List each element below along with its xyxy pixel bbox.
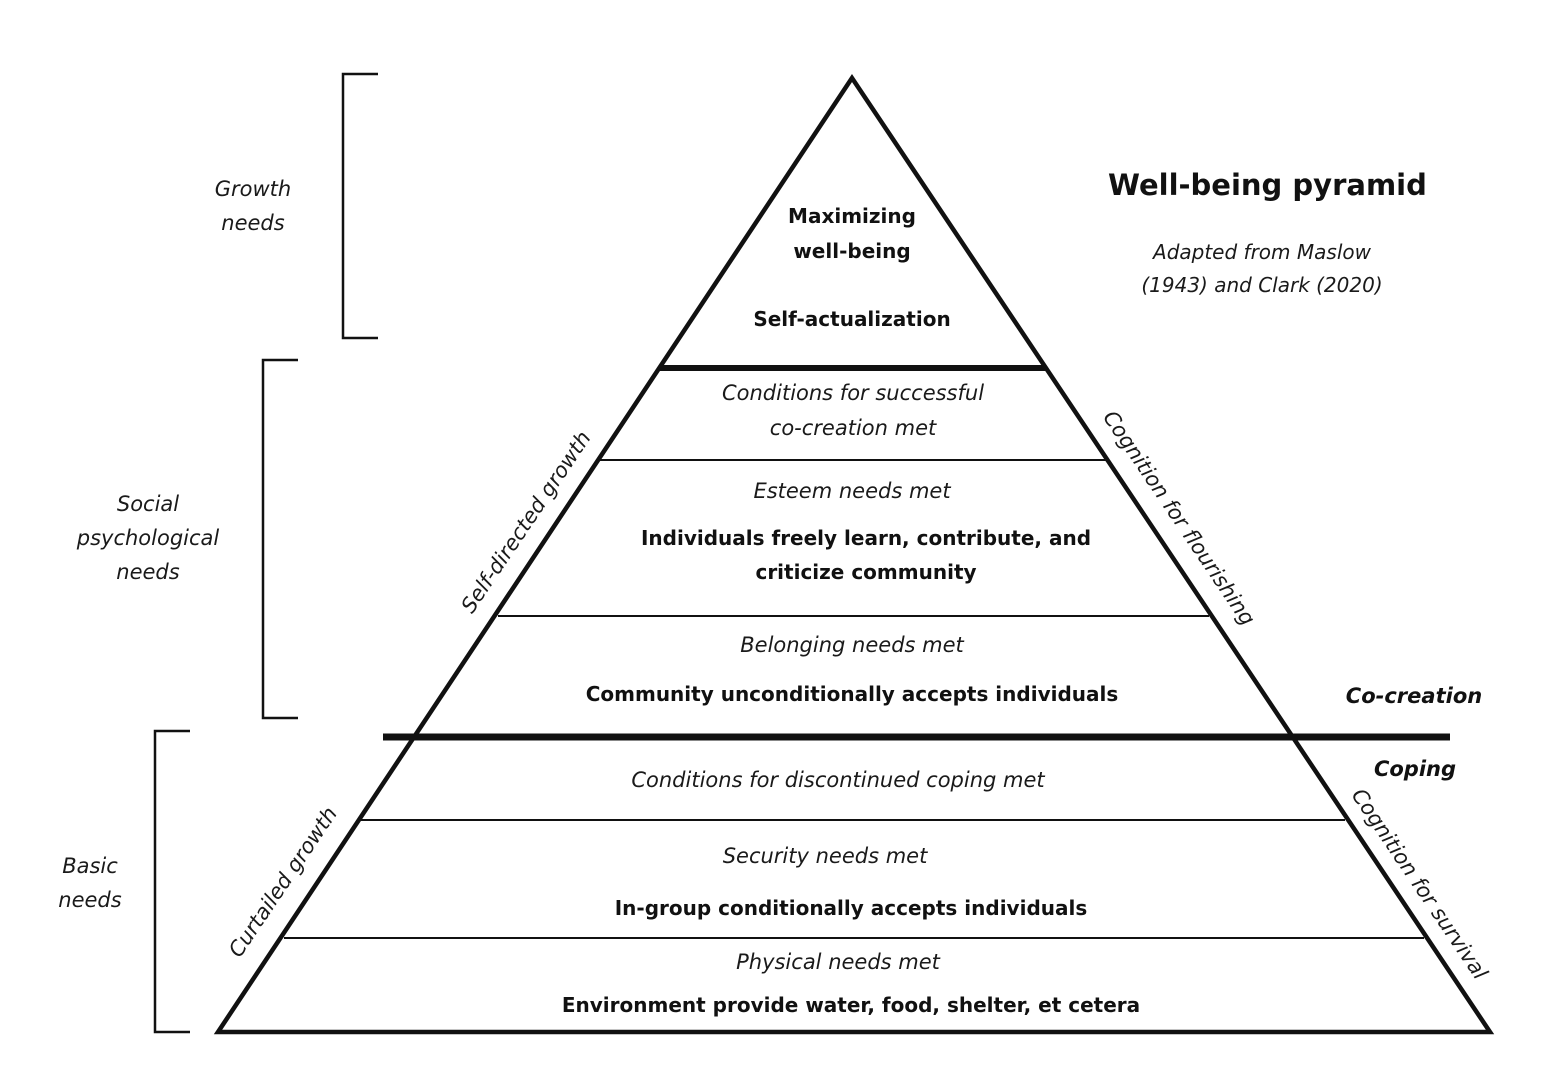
security-heading: Security needs met <box>722 844 928 868</box>
social-needs-line-1: Social <box>116 492 180 516</box>
cocreation-label: Co-creation <box>1345 684 1483 708</box>
basic-needs-line-1: Basic <box>62 854 118 878</box>
apex-self-actualization: Self-actualization <box>753 307 951 331</box>
apex-line-1: Maximizing <box>788 204 916 228</box>
subtitle-line-2: (1943) and Clark (2020) <box>1141 273 1383 297</box>
basic-needs-label: Basic needs <box>40 849 140 917</box>
esteem-heading: Esteem needs met <box>753 479 951 503</box>
physical-line-1: Environment provide water, food, shelter… <box>561 993 1141 1017</box>
social-needs-line-3: needs <box>116 560 180 584</box>
social-needs-label: Social psychological needs <box>68 487 228 589</box>
security-line-1: In-group conditionally accepts individua… <box>614 896 1088 920</box>
esteem-line-1: Individuals freely learn, contribute, an… <box>640 526 1092 550</box>
diagram-title: Well-being pyramid <box>1108 168 1427 202</box>
growth-needs-label: Growth needs <box>193 172 313 240</box>
coping-label: Coping <box>1373 757 1457 781</box>
basic-needs-line-2: needs <box>58 888 122 912</box>
growth-needs-line-2: needs <box>221 211 285 235</box>
belonging-line-1: Community unconditionally accepts indivi… <box>585 682 1119 706</box>
bracket-social-needs <box>261 358 298 720</box>
apex-line-2: well-being <box>793 239 911 263</box>
physical-heading: Physical needs met <box>736 950 940 974</box>
pyramid-outline <box>213 73 1495 1035</box>
esteem-line-2: criticize community <box>755 560 977 584</box>
cocreation-conditions-line-2: co-creation met <box>769 416 937 440</box>
growth-needs-line-1: Growth <box>214 177 292 201</box>
bracket-basic-needs <box>153 729 190 1034</box>
diagram-subtitle: Adapted from Maslow (1943) and Clark (20… <box>1112 236 1412 302</box>
subtitle-line-1: Adapted from Maslow <box>1153 240 1371 264</box>
belonging-heading: Belonging needs met <box>740 633 964 657</box>
coping-conditions-line-1: Conditions for discontinued coping met <box>631 768 1045 792</box>
cocreation-conditions-line-1: Conditions for successful <box>721 381 985 405</box>
social-needs-line-2: psychological <box>76 526 220 550</box>
bracket-growth-needs <box>341 72 378 340</box>
